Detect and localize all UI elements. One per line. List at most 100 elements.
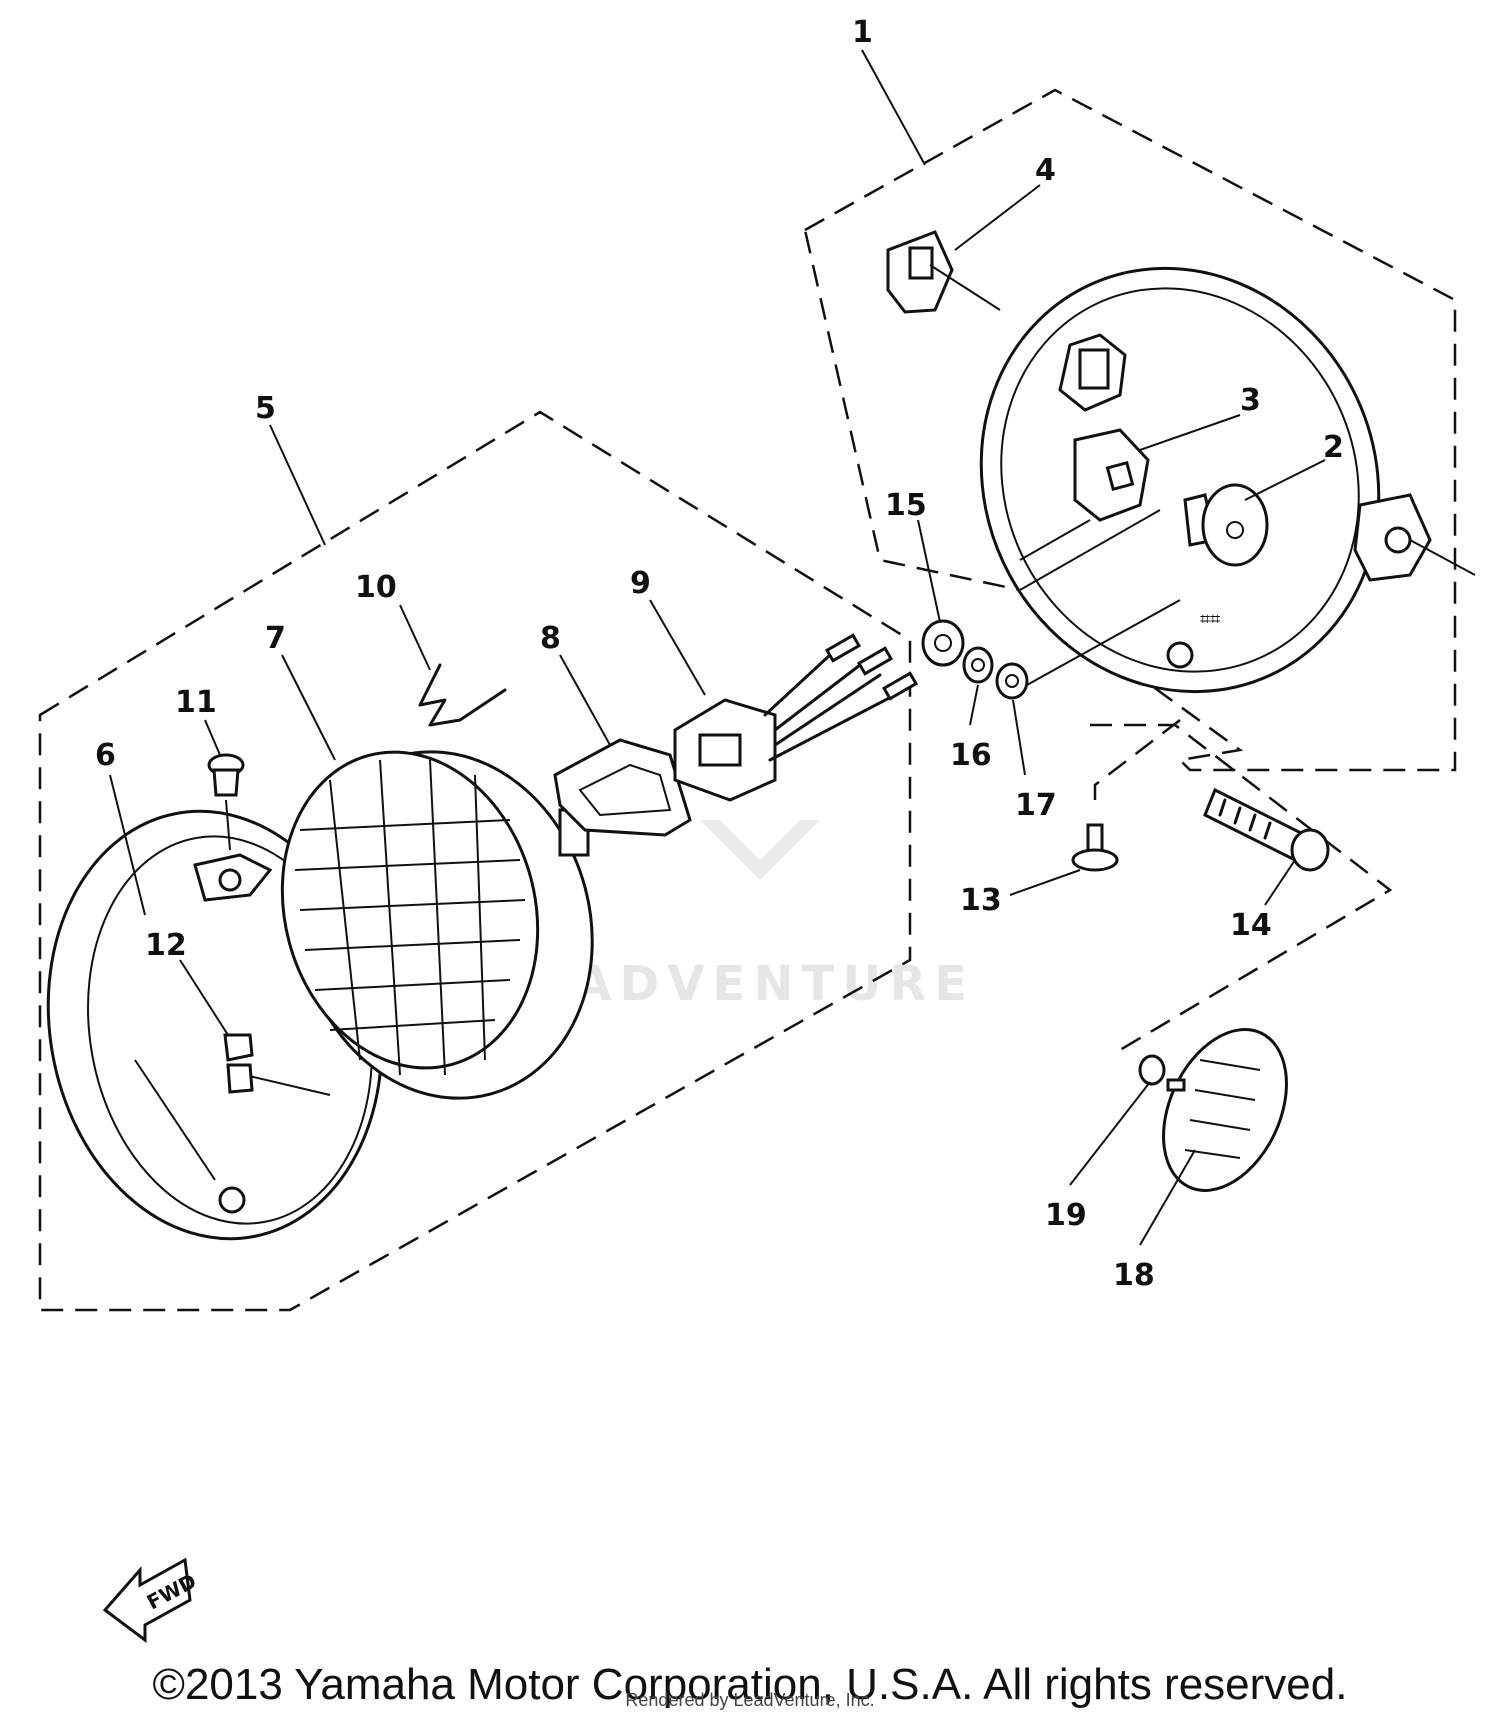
housing-inner-rim <box>1000 287 1360 673</box>
leader-18 <box>1139 1149 1196 1246</box>
housing-bolt-hole <box>1166 641 1194 669</box>
callout-6: 6 <box>95 738 116 773</box>
rendered-by-text: Rendered by LeadVenture, Inc. <box>625 1690 875 1710</box>
link-line-13-14 <box>1090 723 1393 1052</box>
housing-inner-line <box>1019 519 1091 561</box>
callout-3: 3 <box>1240 383 1261 418</box>
housing-socket-slot <box>1078 348 1110 390</box>
callout-14: 14 <box>1230 908 1272 943</box>
housing-side-mount-hole <box>1384 526 1412 554</box>
callout-numbers: 1 2 3 4 5 6 7 8 9 10 11 12 13 14 15 16 1… <box>95 15 1344 1293</box>
rim-6-boss-hole <box>218 868 242 892</box>
washer-17-hole <box>1005 674 1019 688</box>
group-outline-headlight-unit <box>38 410 912 1312</box>
clip-12-upper <box>223 1033 254 1062</box>
link-line-housing-13 <box>1093 719 1181 800</box>
nut-part-11 <box>207 753 245 851</box>
leader-19 <box>1069 1081 1151 1186</box>
rim-6-clip-line <box>244 1074 331 1096</box>
group-outline-housing <box>803 88 1457 772</box>
boot-8-body <box>553 738 692 837</box>
reflector-18-texture <box>1184 1059 1261 1159</box>
leader-7 <box>281 654 336 761</box>
leader-10 <box>399 604 431 671</box>
rubber-boot-part-8 <box>553 738 692 837</box>
socket-9-connector-2 <box>856 646 894 676</box>
reflector-18-stud <box>1166 1078 1186 1092</box>
washer-part-16 <box>962 646 994 684</box>
fwd-arrow-icon: FWD <box>102 1557 200 1643</box>
housing-rim <box>979 266 1381 694</box>
callout-1: 1 <box>852 15 873 50</box>
callout-12: 12 <box>145 928 187 963</box>
bolt-part-13 <box>1071 823 1119 872</box>
callout-11: 11 <box>175 685 217 720</box>
bolt-13-head <box>1071 848 1119 872</box>
leader-13 <box>1009 869 1081 896</box>
grommet-3-slot <box>1105 460 1135 492</box>
copyright-text: ©2013 Yamaha Motor Corporation, U.S.A. A… <box>152 1660 1348 1709</box>
lens-7-pattern-horizontal <box>294 819 526 1031</box>
leader-6 <box>109 774 146 916</box>
housing-side-mount-line <box>1409 539 1476 576</box>
callout-17: 17 <box>1015 788 1057 823</box>
headlight-housing: ⌗⌗ <box>979 266 1476 694</box>
grommet-part-2 <box>1183 483 1269 567</box>
fwd-arrow-shape <box>102 1557 192 1643</box>
housing-socket-outline <box>1058 333 1127 412</box>
socket-9-connector-3 <box>881 671 919 701</box>
callout-16: 16 <box>950 738 992 773</box>
socket-9-wires <box>763 653 897 762</box>
leader-4 <box>954 184 1041 251</box>
housing-stamp: ⌗⌗ <box>1200 609 1220 630</box>
nut-15-body <box>921 619 965 667</box>
socket-part-9 <box>673 633 919 802</box>
callout-19: 19 <box>1045 1198 1087 1233</box>
leader-17 <box>1012 699 1026 776</box>
washer-17-leader-line <box>1026 599 1181 686</box>
lens-7-pattern-vertical <box>329 759 486 1076</box>
washer-part-17 <box>995 599 1181 700</box>
grommet-2-hole <box>1226 521 1244 539</box>
grommet-2-flange <box>1201 483 1269 567</box>
nut-part-15 <box>921 619 965 667</box>
grommet-4-leader-line <box>929 264 1001 311</box>
callout-7: 7 <box>265 621 286 656</box>
socket-9-connector-1 <box>824 633 862 663</box>
housing-inner-line-2 <box>1019 509 1161 591</box>
callout-13: 13 <box>960 883 1002 918</box>
boot-8-opening <box>578 763 672 817</box>
leader-1 <box>861 49 926 166</box>
callout-leaders <box>109 49 1326 1246</box>
bolt-14-head <box>1290 828 1330 872</box>
spring-part-10 <box>418 663 507 727</box>
washer-16-body <box>962 646 994 684</box>
nut-19-body <box>1138 1054 1166 1086</box>
socket-9-face <box>698 733 742 767</box>
callout-8: 8 <box>540 621 561 656</box>
rim-6-inner-detail <box>134 1059 216 1181</box>
grommet-part-4 <box>886 230 1001 314</box>
clip-part-12 <box>223 1033 254 1094</box>
bolt-14-threads <box>1218 798 1272 840</box>
reflector-part-18 <box>1162 1028 1288 1192</box>
leader-5 <box>269 424 326 546</box>
nut-11-body <box>212 768 240 797</box>
leader-11 <box>204 719 221 756</box>
bolt-part-14 <box>1203 787 1330 872</box>
leader-16 <box>969 684 979 726</box>
grommet-part-3 <box>1073 428 1150 522</box>
watermark-logo <box>700 820 820 880</box>
leader-14 <box>1264 859 1296 906</box>
callout-2: 2 <box>1323 430 1344 465</box>
washer-16-hole <box>971 658 985 672</box>
sealed-beam-lens-part-7 <box>280 750 594 1100</box>
callout-15: 15 <box>885 488 927 523</box>
callout-18: 18 <box>1113 1258 1155 1293</box>
bolt-14-shank <box>1203 787 1307 863</box>
nut-11-leader-line <box>225 799 231 851</box>
callout-10: 10 <box>355 570 397 605</box>
nut-part-19 <box>1138 1054 1166 1086</box>
leader-9 <box>649 599 706 696</box>
